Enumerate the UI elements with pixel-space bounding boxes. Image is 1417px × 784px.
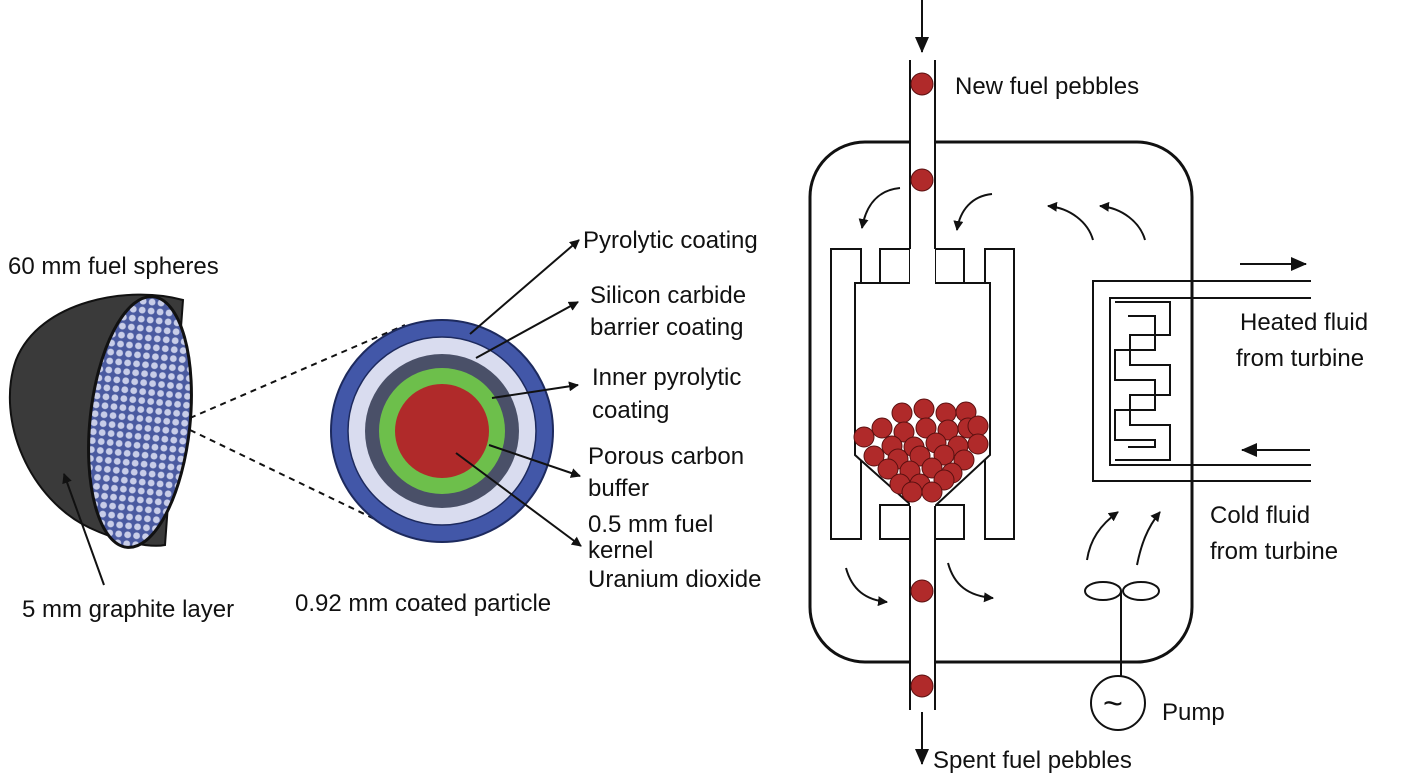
label-new-fuel: New fuel pebbles [955,73,1139,100]
pebble-spent-1 [910,579,934,603]
label-fuel-spheres: 60 mm fuel spheres [8,253,219,280]
bed-pebble [853,426,875,448]
label-uranium-dioxide: Uranium dioxide [588,566,761,593]
arrow-pyrolytic [469,239,580,335]
zoom-line-bottom [189,429,413,538]
label-pyrolytic-coating: Pyrolytic coating [583,227,758,254]
heat-exchanger [1092,280,1311,482]
arrow-porous-buffer [488,444,581,478]
fuel-kernel [395,384,489,478]
pump-symbol: ~ [1103,685,1123,723]
label-inner-pyrolytic-2: coating [592,397,669,424]
bed-pebble [933,444,955,466]
pebble-new-1 [910,72,934,96]
label-porous-carbon-1: Porous carbon [588,443,744,470]
coated-particle [330,319,554,543]
fuel-sphere-cut-face [87,295,193,549]
label-silicon-carbide-1: Silicon carbide [590,282,746,309]
fuel-pipe [909,0,936,784]
coolant-flow-arrows [845,187,1161,607]
label-spent-fuel: Spent fuel pebbles [933,747,1132,774]
bed-pebble [953,449,975,471]
pebble-new-2 [910,168,934,192]
label-graphite-layer: 5 mm graphite layer [22,596,234,623]
arrow-kernel [455,452,582,547]
pump-icon [1084,581,1160,731]
bed-pebble [863,445,885,467]
bed-pebble [893,421,915,443]
label-pump: Pump [1162,699,1225,726]
bed-pebble [877,458,899,480]
pebble-bed [853,398,989,503]
bed-pebble [913,398,935,420]
label-heated-fluid-1: Heated fluid [1240,309,1368,336]
label-coated-particle: 0.92 mm coated particle [295,590,551,617]
fuel-sphere-hemisphere [8,293,193,549]
label-porous-carbon-2: buffer [588,475,649,502]
arrow-graphite-layer [62,473,105,586]
label-silicon-carbide-2: barrier coating [590,314,743,341]
bed-pebble [871,417,893,439]
bed-pebble [901,481,923,503]
arrow-inner-pyrolytic [491,381,579,399]
bed-pebble [967,415,989,437]
label-cold-fluid-1: Cold fluid [1210,502,1310,529]
pebble-spent-2 [910,674,934,698]
bed-pebble [967,433,989,455]
arrow-silicon-carbide [475,301,579,359]
label-cold-fluid-2: from turbine [1210,538,1338,565]
bed-pebble [891,402,913,424]
label-inner-pyrolytic-1: Inner pyrolytic [592,364,741,391]
label-kernel-2: kernel [588,537,653,564]
label-kernel-1: 0.5 mm fuel [588,511,713,538]
label-heated-fluid-2: from turbine [1236,345,1364,372]
reactor-vessel: ~ [808,0,1311,784]
bed-pebble [921,481,943,503]
bed-pebble [915,417,937,439]
